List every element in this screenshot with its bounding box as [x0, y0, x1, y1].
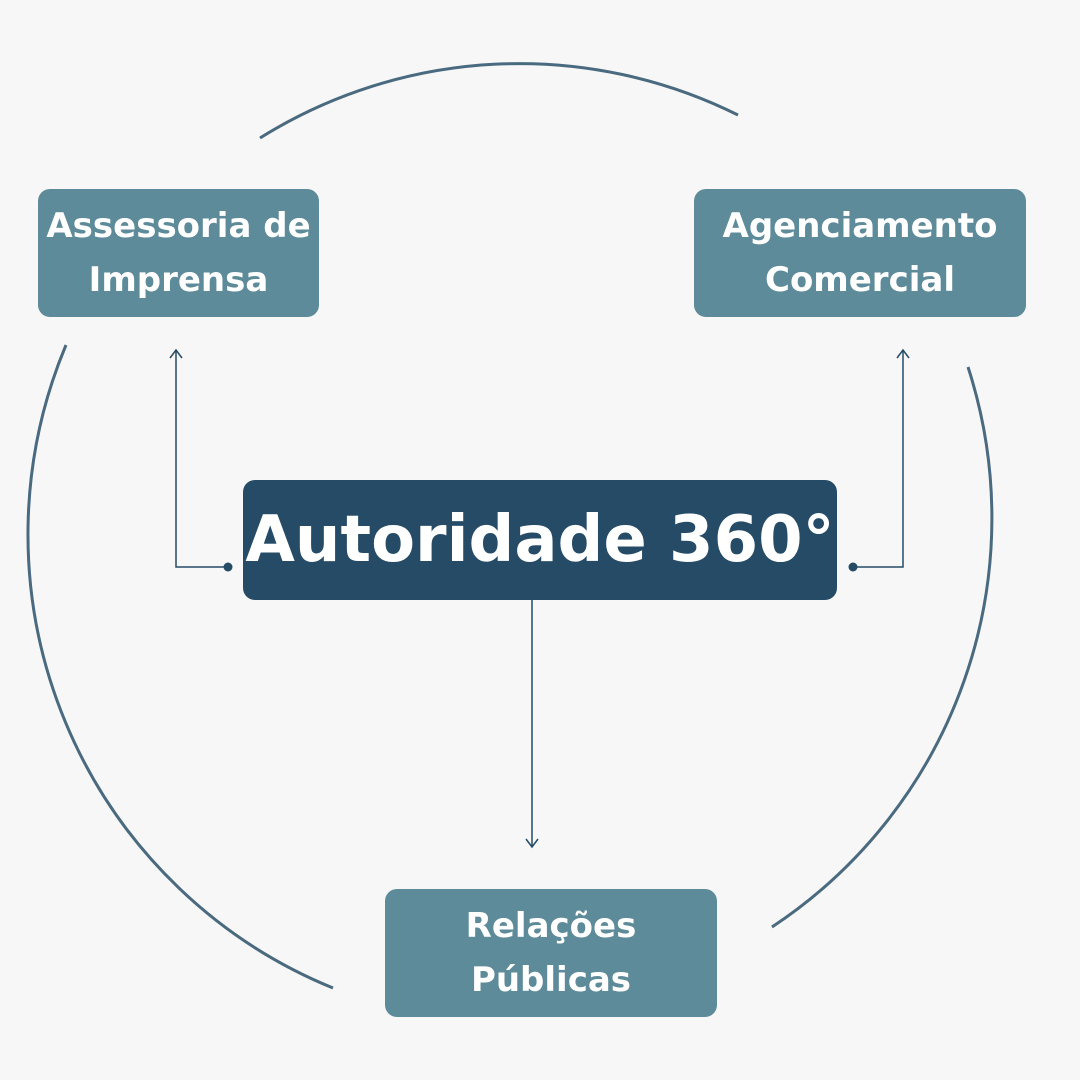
- center-label: Autoridade 360°: [245, 503, 835, 577]
- connector-right: [853, 348, 910, 568]
- center-node-autoridade-360: Autoridade 360°: [243, 480, 837, 600]
- cycle-arc-top: [259, 62, 739, 140]
- cycle-arc-left: [26, 344, 334, 990]
- node-label-line1: Agenciamento: [722, 206, 998, 246]
- node-label-line1: Assessoria de: [46, 206, 311, 246]
- node-assessoria-de-imprensa: Assessoria de Imprensa: [38, 189, 319, 317]
- node-label-line2: Comercial: [765, 260, 955, 300]
- cycle-arc-right: [771, 366, 994, 929]
- connector-bottom: [525, 600, 539, 849]
- node-label-line2: Imprensa: [88, 260, 269, 300]
- node-label-line2: Públicas: [470, 960, 632, 1000]
- connector-dot-right: [848, 562, 858, 572]
- connector-left: [169, 348, 227, 568]
- node-label-line1: Relações: [465, 906, 637, 946]
- connector-dot-left: [223, 562, 233, 572]
